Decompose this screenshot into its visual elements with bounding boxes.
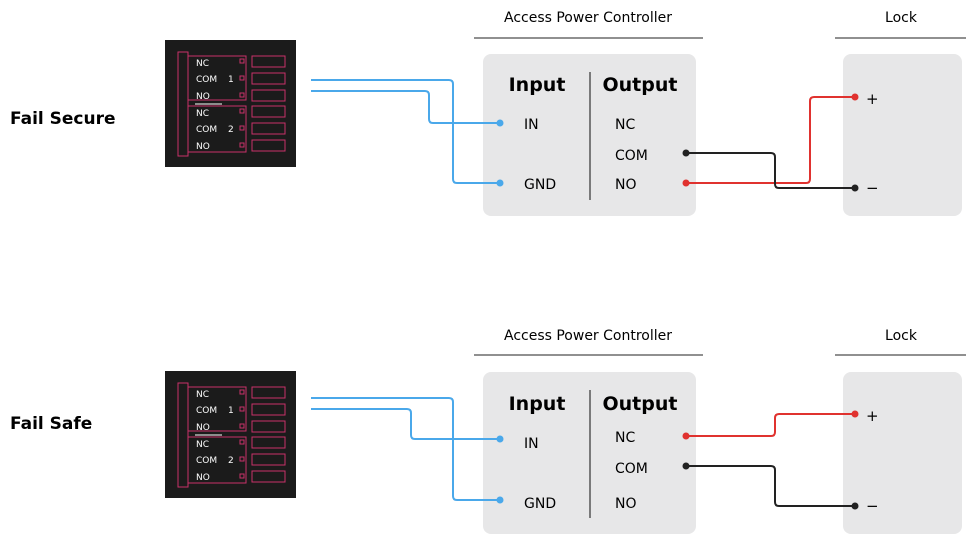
output-no-label: NO (615, 177, 637, 193)
relay-board (165, 371, 296, 498)
relay-label-no: NO (196, 423, 210, 433)
fail-safe-diagram: Fail Safe N (10, 328, 966, 534)
terminal-dots (496, 93, 859, 192)
relay-module: NC COM NO 1 NC COM NO 2 (165, 371, 296, 498)
lock-plus-label: + (866, 407, 879, 425)
relay-label-nc: NC (196, 59, 209, 69)
mode-label: Fail Secure (10, 109, 116, 129)
output-com-label: COM (615, 461, 648, 477)
relay-label-com: COM (196, 75, 217, 85)
relay-label-nc: NC (196, 390, 209, 400)
black-wire (686, 465, 855, 507)
output-header: Output (603, 74, 678, 96)
relay-board (165, 40, 296, 167)
lock-title: Lock (885, 10, 918, 26)
lock-minus-label: − (866, 497, 879, 515)
black-wire (686, 152, 855, 189)
relay-module: NC COM NO 1 NC COM NO 2 (165, 40, 296, 167)
output-header: Output (603, 393, 678, 415)
relay-label-nc: NC (196, 440, 209, 450)
input-in-label: IN (524, 436, 539, 452)
mode-label: Fail Safe (10, 414, 92, 434)
blue-wire-in (311, 90, 500, 124)
relay-label-no: NO (196, 473, 210, 483)
blue-wire-gnd (311, 79, 500, 184)
relay-label-com: COM (196, 125, 217, 135)
wires (311, 397, 855, 507)
fail-secure-diagram: Fail Secure (10, 10, 966, 216)
relay-group-1: 1 (228, 406, 234, 416)
wires (311, 79, 855, 189)
blue-wire-gnd (311, 397, 500, 501)
input-gnd-label: GND (524, 496, 556, 512)
lock-minus-label: − (866, 179, 879, 197)
input-in-label: IN (524, 117, 539, 133)
output-nc-label: NC (615, 117, 635, 133)
red-wire (686, 96, 855, 184)
relay-terminal-outline (177, 382, 286, 488)
controller-title: Access Power Controller (504, 10, 672, 26)
input-gnd-label: GND (524, 177, 556, 193)
controller-title: Access Power Controller (504, 328, 672, 344)
red-wire (686, 413, 855, 437)
relay-label-com: COM (196, 456, 217, 466)
input-header: Input (509, 393, 566, 415)
relay-group-2: 2 (228, 125, 234, 135)
terminal-dots (496, 410, 859, 510)
lock-plus-label: + (866, 90, 879, 108)
lock-box (843, 54, 962, 216)
output-no-label: NO (615, 496, 637, 512)
relay-terminal-outline (177, 51, 286, 157)
blue-wire-in (311, 408, 500, 440)
output-nc-label: NC (615, 430, 635, 446)
relay-group-2: 2 (228, 456, 234, 466)
lock-box (843, 372, 962, 534)
lock-title: Lock (885, 328, 918, 344)
relay-label-com: COM (196, 406, 217, 416)
input-header: Input (509, 74, 566, 96)
relay-group-1: 1 (228, 75, 234, 85)
relay-label-no: NO (196, 92, 210, 102)
output-com-label: COM (615, 148, 648, 164)
relay-label-no: NO (196, 142, 210, 152)
relay-label-nc: NC (196, 109, 209, 119)
